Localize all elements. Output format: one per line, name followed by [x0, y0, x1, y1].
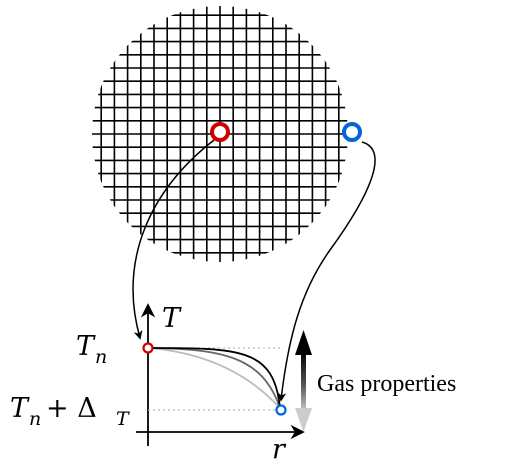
profile-curve-light: [147, 347, 281, 409]
svg-text:n: n: [95, 346, 107, 368]
svg-text:+ Δ: + Δ: [46, 393, 97, 424]
svg-text:T: T: [10, 393, 30, 424]
profile-curve-dark: [147, 347, 281, 409]
svg-text:T: T: [116, 408, 130, 430]
svg-text:n: n: [29, 408, 41, 430]
edge-to-plot-arrow: [277, 141, 376, 402]
gas-properties-shaft: [301, 352, 306, 412]
plot-center-marker: [142, 342, 154, 354]
center-to-plot-arrow: [132, 139, 215, 340]
tn-plus-delta-label: T n + Δ T: [10, 393, 130, 430]
tn-label: T n: [76, 331, 107, 368]
y-axis-label: T: [162, 303, 182, 334]
gas-properties-arrowhead-down: [295, 408, 312, 432]
plot-edge-marker: [275, 404, 287, 416]
profile-curve-mid: [147, 347, 281, 409]
x-axis-label: r: [272, 434, 287, 464]
gas-properties-arrowhead-up: [295, 330, 312, 355]
gas-properties-label: Gas properties: [317, 371, 456, 397]
svg-text:T: T: [76, 331, 96, 362]
center-point-marker: [210, 122, 230, 142]
edge-point-marker: [342, 122, 362, 142]
